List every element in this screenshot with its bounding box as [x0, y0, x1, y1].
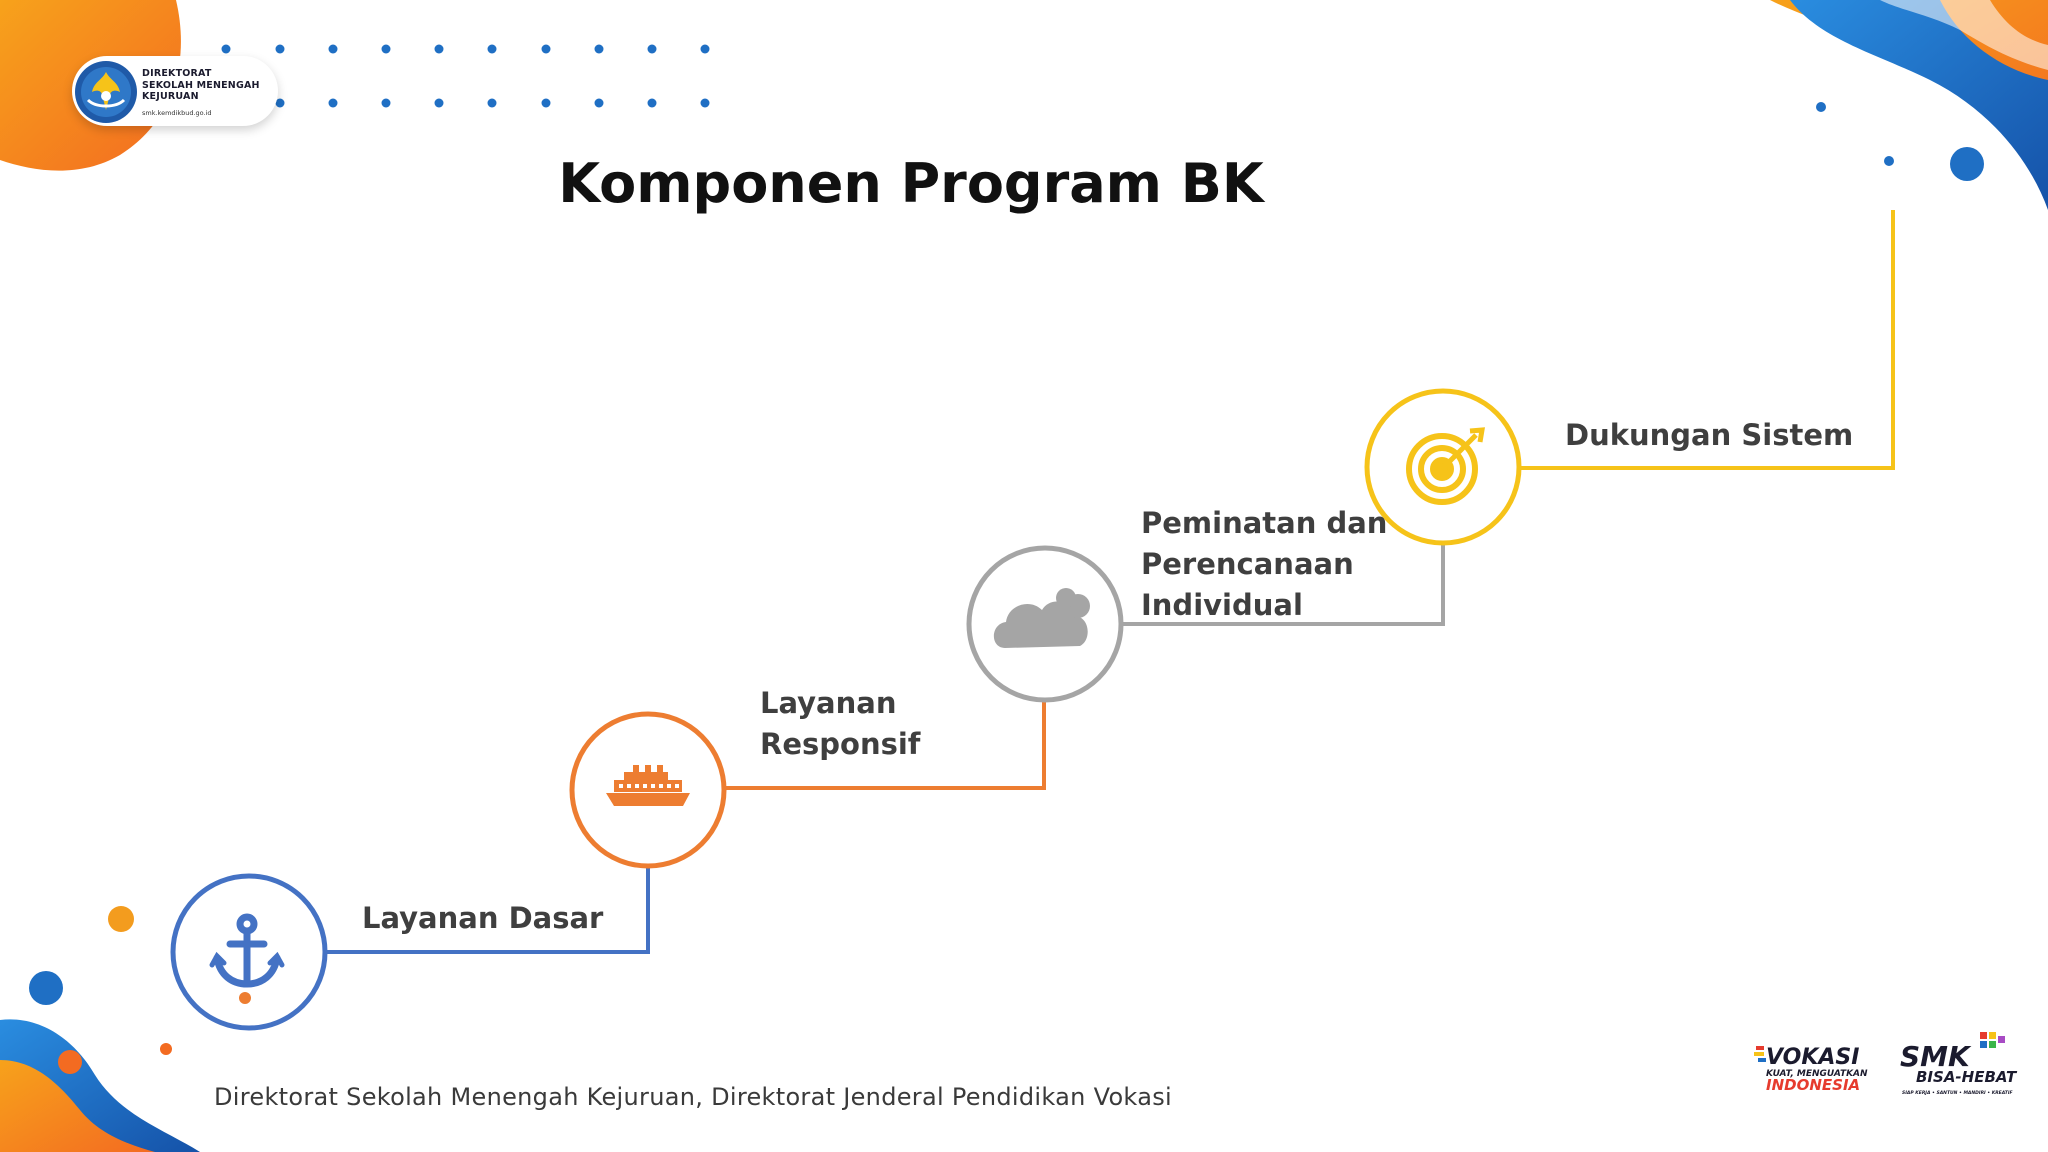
logo-line-3: KEJURUAN — [142, 91, 199, 102]
step-label-layanan-dasar: Layanan Dasar — [362, 898, 603, 939]
connector-line-4 — [1520, 210, 1895, 470]
anchor-dot — [239, 992, 251, 1004]
dot-decor — [1950, 147, 1984, 181]
connector-line-3 — [1121, 542, 1445, 626]
dot-decor — [160, 1043, 172, 1055]
label-line: Individual — [1141, 588, 1303, 622]
target-icon — [1406, 427, 1485, 505]
top-right-blob-light — [1880, 0, 2048, 70]
dot-grid — [221, 44, 710, 108]
step-label-layanan-responsif: Layanan Responsif — [760, 683, 920, 765]
footer-text: Direktorat Sekolah Menengah Kejuruan, Di… — [214, 1083, 1172, 1111]
top-right-blob-blue — [1790, 0, 2048, 210]
smk-bisa-hebat-logo: SMK BISA-HEBAT SIAP KERJA • SANTUN • MAN… — [1900, 1032, 2018, 1096]
bottom-left-blob-orange — [0, 1060, 155, 1152]
label-line: Layanan Dasar — [362, 901, 604, 935]
logo-line-2: SEKOLAH MENENGAH — [142, 79, 260, 91]
vokasi-tagline-2: INDONESIA — [1766, 1076, 1860, 1094]
vokasi-logo: VOKASI KUAT, MENGUATKAN INDONESIA — [1754, 1045, 1868, 1094]
connector-line-2 — [724, 702, 1046, 790]
logo-line-1: DIREKTORAT — [142, 68, 212, 79]
logo-text: DIREKTORAT SEKOLAH MENENGAH KEJURUAN — [142, 68, 282, 103]
dot-decor — [58, 1050, 82, 1074]
label-line: Responsif — [760, 727, 921, 761]
slide-title: Komponen Program BK — [558, 152, 1264, 215]
dot-decor — [1884, 156, 1894, 166]
tut-wuri-emblem-icon — [75, 61, 137, 123]
step-label-peminatan: Peminatan dan Perencanaan Individual — [1141, 503, 1387, 626]
connector-line-1 — [326, 868, 650, 954]
vokasi-word: VOKASI — [1766, 1045, 1859, 1070]
label-line: Peminatan dan — [1141, 506, 1388, 540]
smk-word: SMK — [1900, 1040, 1972, 1073]
smk-tagline: BISA-HEBAT — [1916, 1068, 2018, 1086]
cloud-icon — [993, 588, 1090, 648]
dot-decor — [29, 971, 63, 1005]
smk-subtagline: SIAP KERJA • SANTUN • MANDIRI • KREATIF — [1902, 1090, 2014, 1096]
label-line: Layanan — [760, 686, 897, 720]
label-line: Perencanaan — [1141, 547, 1354, 581]
ship-windows — [619, 784, 679, 788]
logo-url: smk.kemdikbud.go.id — [142, 109, 212, 117]
ship-icon — [606, 765, 690, 806]
label-line: Dukungan Sistem — [1565, 418, 1854, 452]
step-label-dukungan-sistem: Dukungan Sistem — [1565, 415, 1853, 456]
vokasi-tagline-1: KUAT, MENGUATKAN — [1766, 1069, 1868, 1079]
dot-decor — [108, 906, 134, 932]
dot-decor — [1816, 102, 1826, 112]
anchor-icon — [209, 913, 285, 988]
